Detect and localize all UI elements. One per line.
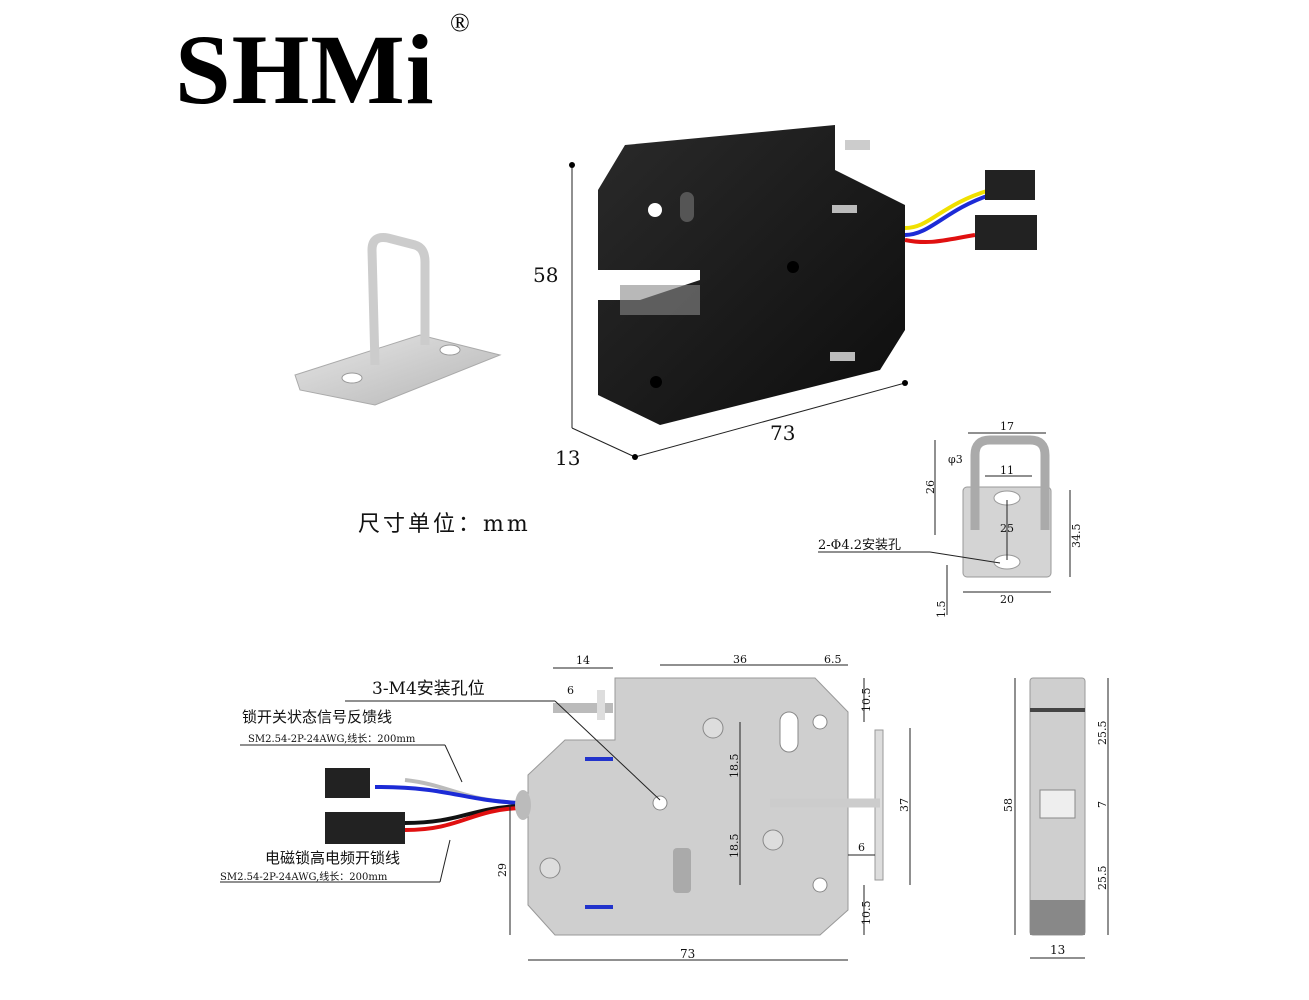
dim-pin-offset: 14: [576, 654, 590, 667]
bracket-inner-width: 11: [1000, 464, 1014, 477]
brand-logo: SHMi: [175, 14, 435, 125]
bracket-thickness: 1.5: [935, 601, 948, 619]
unit-label: 尺寸单位：mm: [358, 512, 531, 537]
iso-height-dim: 58: [533, 263, 558, 287]
dim-width: 73: [680, 947, 695, 961]
dim-lower: 18.5: [728, 834, 741, 859]
feedback-wire-spec: SM2.54-2P-24AWG,线长：200mm: [248, 732, 416, 745]
dim-upper: 18.5: [728, 754, 741, 779]
unlock-wire-label: 电磁锁高电频开锁线: [265, 849, 400, 867]
bracket-hole-label: 2-Φ4.2安装孔: [818, 538, 901, 553]
bracket-outer-width: 17: [1000, 420, 1014, 433]
dim-bracket-gap: 6: [858, 841, 865, 854]
side-height: 58: [1002, 798, 1015, 812]
feedback-wire-label: 锁开关状态信号反馈线: [242, 708, 392, 726]
iso-width-dim: 73: [770, 421, 795, 445]
iso-depth-dim: 13: [555, 446, 580, 470]
dim-bottom-to-center: 29: [496, 863, 509, 877]
dim-bottom: 10.5: [860, 901, 873, 926]
side-thickness: 13: [1050, 943, 1065, 957]
bracket-plate-width: 20: [1000, 593, 1014, 606]
registered-mark: ®: [450, 8, 470, 37]
side-view-drawing: 58 25.5 7 25.5 13: [1002, 677, 1109, 959]
bracket-height: 26: [924, 480, 937, 494]
dim-bracket-height: 37: [898, 798, 911, 812]
dim-top: 10.5: [860, 688, 873, 713]
dim-pin-height: 6: [567, 684, 574, 697]
lock-body-3d: 58 13 73: [533, 125, 1037, 470]
dim-hole-span: 36: [733, 653, 747, 666]
side-mid: 7: [1096, 801, 1109, 808]
mount-holes-label: 3-M4安装孔位: [372, 679, 485, 699]
front-view-drawing: 3-M4安装孔位 锁开关状态信号反馈线 SM2.54-2P-24AWG,线长：2…: [220, 653, 911, 961]
bracket-plate-height: 34.5: [1070, 524, 1083, 549]
bracket-hole-spacing: 25: [1000, 522, 1014, 535]
bracket-drawing: 17 φ3 11 26 25 34.5 20 1.5 2-Φ4.2安装孔: [818, 420, 1083, 618]
side-upper: 25.5: [1096, 721, 1109, 746]
bracket-rod-diameter: φ3: [948, 453, 963, 466]
unlock-wire-spec: SM2.54-2P-24AWG,线长：200mm: [220, 870, 388, 883]
side-lower: 25.5: [1096, 866, 1109, 891]
dim-edge: 6.5: [824, 653, 842, 666]
strike-bracket-3d: [294, 233, 502, 406]
